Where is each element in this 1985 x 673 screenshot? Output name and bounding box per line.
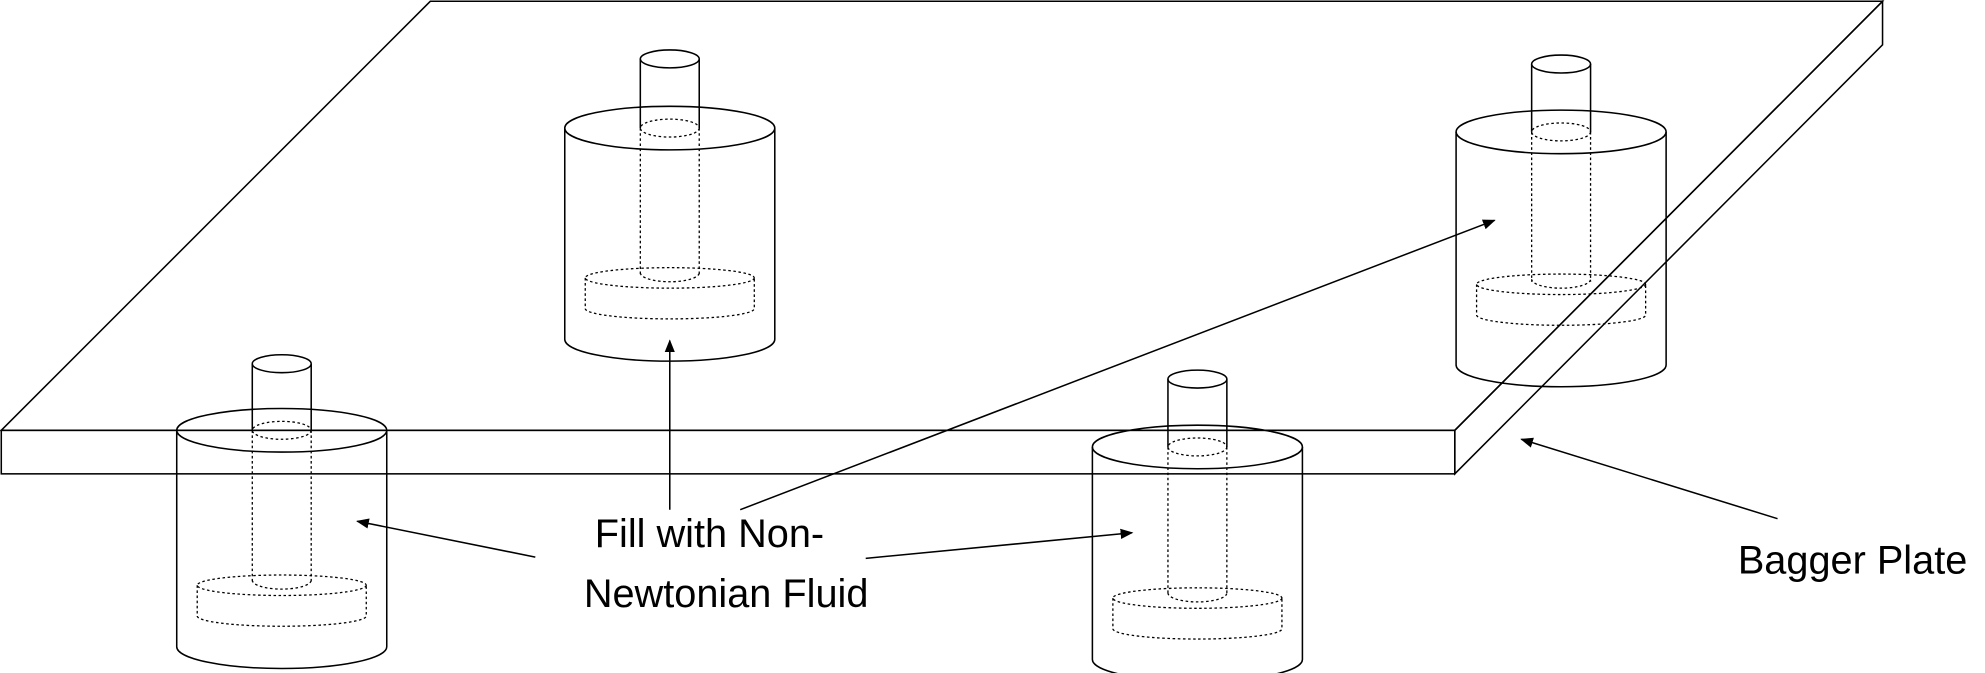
piston-disc-top [1475, 273, 1647, 296]
damper-left [175, 353, 388, 670]
shaft-top [251, 353, 312, 374]
container-top [563, 105, 776, 151]
plate-label: Bagger Plate [1738, 539, 1967, 583]
damper-right [1455, 54, 1667, 388]
container-body [1091, 446, 1304, 673]
shaft-hidden [639, 128, 700, 283]
shaft-hidden [1167, 446, 1228, 603]
shaft-top [1167, 369, 1228, 389]
piston-disc [1112, 598, 1283, 640]
shaft [251, 363, 312, 431]
shaft-hidden [1531, 131, 1592, 289]
damper-bottom-middle [1091, 369, 1304, 673]
plate-side-face [1454, 0, 1884, 476]
fluid-label-line1: Fill with Non- [595, 512, 824, 556]
arrow-to-bottom-damper [865, 528, 1134, 560]
container-top [1091, 424, 1304, 470]
piston-disc [196, 585, 367, 627]
shaft-top [639, 49, 701, 69]
arrow-to-left-damper [356, 518, 536, 558]
shaft [639, 58, 701, 129]
shaft [1167, 379, 1228, 447]
damper-top-middle [563, 49, 776, 362]
arrows [356, 219, 1778, 560]
piston-disc-top [584, 267, 755, 289]
plate-top-face [0, 0, 1885, 432]
fluid-label-line2: Newtonian Fluid [584, 572, 869, 616]
arrow-to-right-damper [739, 219, 1496, 511]
piston-disc-top [196, 574, 367, 597]
piston-disc [1475, 284, 1647, 326]
shaft-hidden [251, 430, 312, 590]
shaft [1530, 64, 1592, 132]
arrow-to-plate [1520, 437, 1778, 520]
container-body [175, 430, 388, 670]
container-top [1455, 109, 1667, 155]
shaft-top [1530, 54, 1592, 74]
piston-disc-top [1112, 587, 1283, 609]
shaft-hidden-ring [639, 118, 700, 138]
bagger-plate [0, 0, 1885, 476]
container-body [1455, 131, 1667, 388]
piston-disc [584, 277, 755, 320]
shaft-hidden-ring [1531, 122, 1592, 142]
container-body [563, 128, 776, 362]
shaft-hidden-ring [1167, 437, 1228, 457]
